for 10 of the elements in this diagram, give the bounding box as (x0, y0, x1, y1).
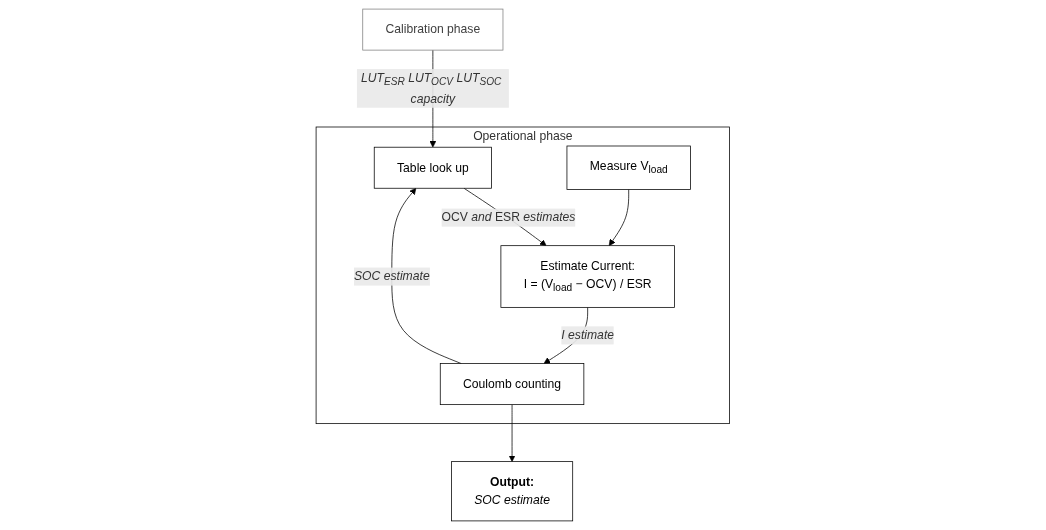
node-box: Estimate Current: I = (V$_{load}$ − OCV) / ESR (500, 245, 675, 308)
edge-label: OCV and ESR estimates (441, 210, 576, 224)
node-box: Table look up (374, 146, 492, 189)
node-box: Coulomb counting (440, 363, 585, 405)
node-box: Output: SOC estimate (451, 461, 574, 522)
edge-label: SOC estimate (354, 269, 430, 283)
node-box: Measure V$_{load}$ (566, 145, 692, 190)
edge-label: I estimate (561, 328, 615, 342)
node-box: Calibration phase (362, 8, 504, 51)
edge-label: LUT$_{ESR}$ LUT$_{OCV}$ LUT$_{SOC}$ capacity (361, 71, 502, 105)
